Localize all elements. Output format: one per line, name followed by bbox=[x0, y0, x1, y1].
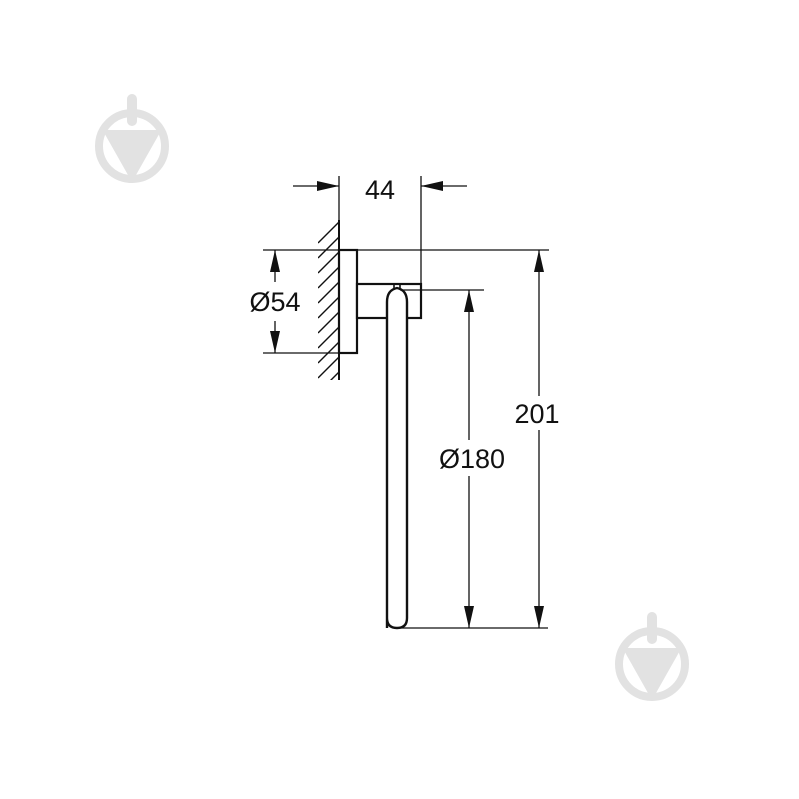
towel-ring bbox=[385, 286, 409, 630]
dimension-total-height-label: 201 bbox=[514, 399, 559, 429]
ring-connector bbox=[393, 284, 401, 290]
watermark-logo-bottom-right bbox=[612, 612, 692, 712]
dimension-ring-diameter-label: Ø180 bbox=[439, 444, 505, 474]
trowel-logo-icon bbox=[615, 612, 689, 701]
dimension-depth-label: 44 bbox=[365, 175, 395, 205]
dimension-depth: 44 bbox=[293, 175, 467, 284]
dimension-total-height: 201 bbox=[357, 249, 560, 628]
watermark-logo-top-left bbox=[92, 94, 172, 194]
rosette bbox=[337, 248, 359, 355]
dimension-rosette-diameter-label: Ø54 bbox=[249, 287, 300, 317]
trowel-logo-icon bbox=[95, 94, 169, 183]
dimension-ring-diameter: Ø180 bbox=[400, 289, 548, 629]
wall bbox=[318, 220, 340, 380]
dimension-rosette-diameter: Ø54 bbox=[249, 249, 339, 354]
